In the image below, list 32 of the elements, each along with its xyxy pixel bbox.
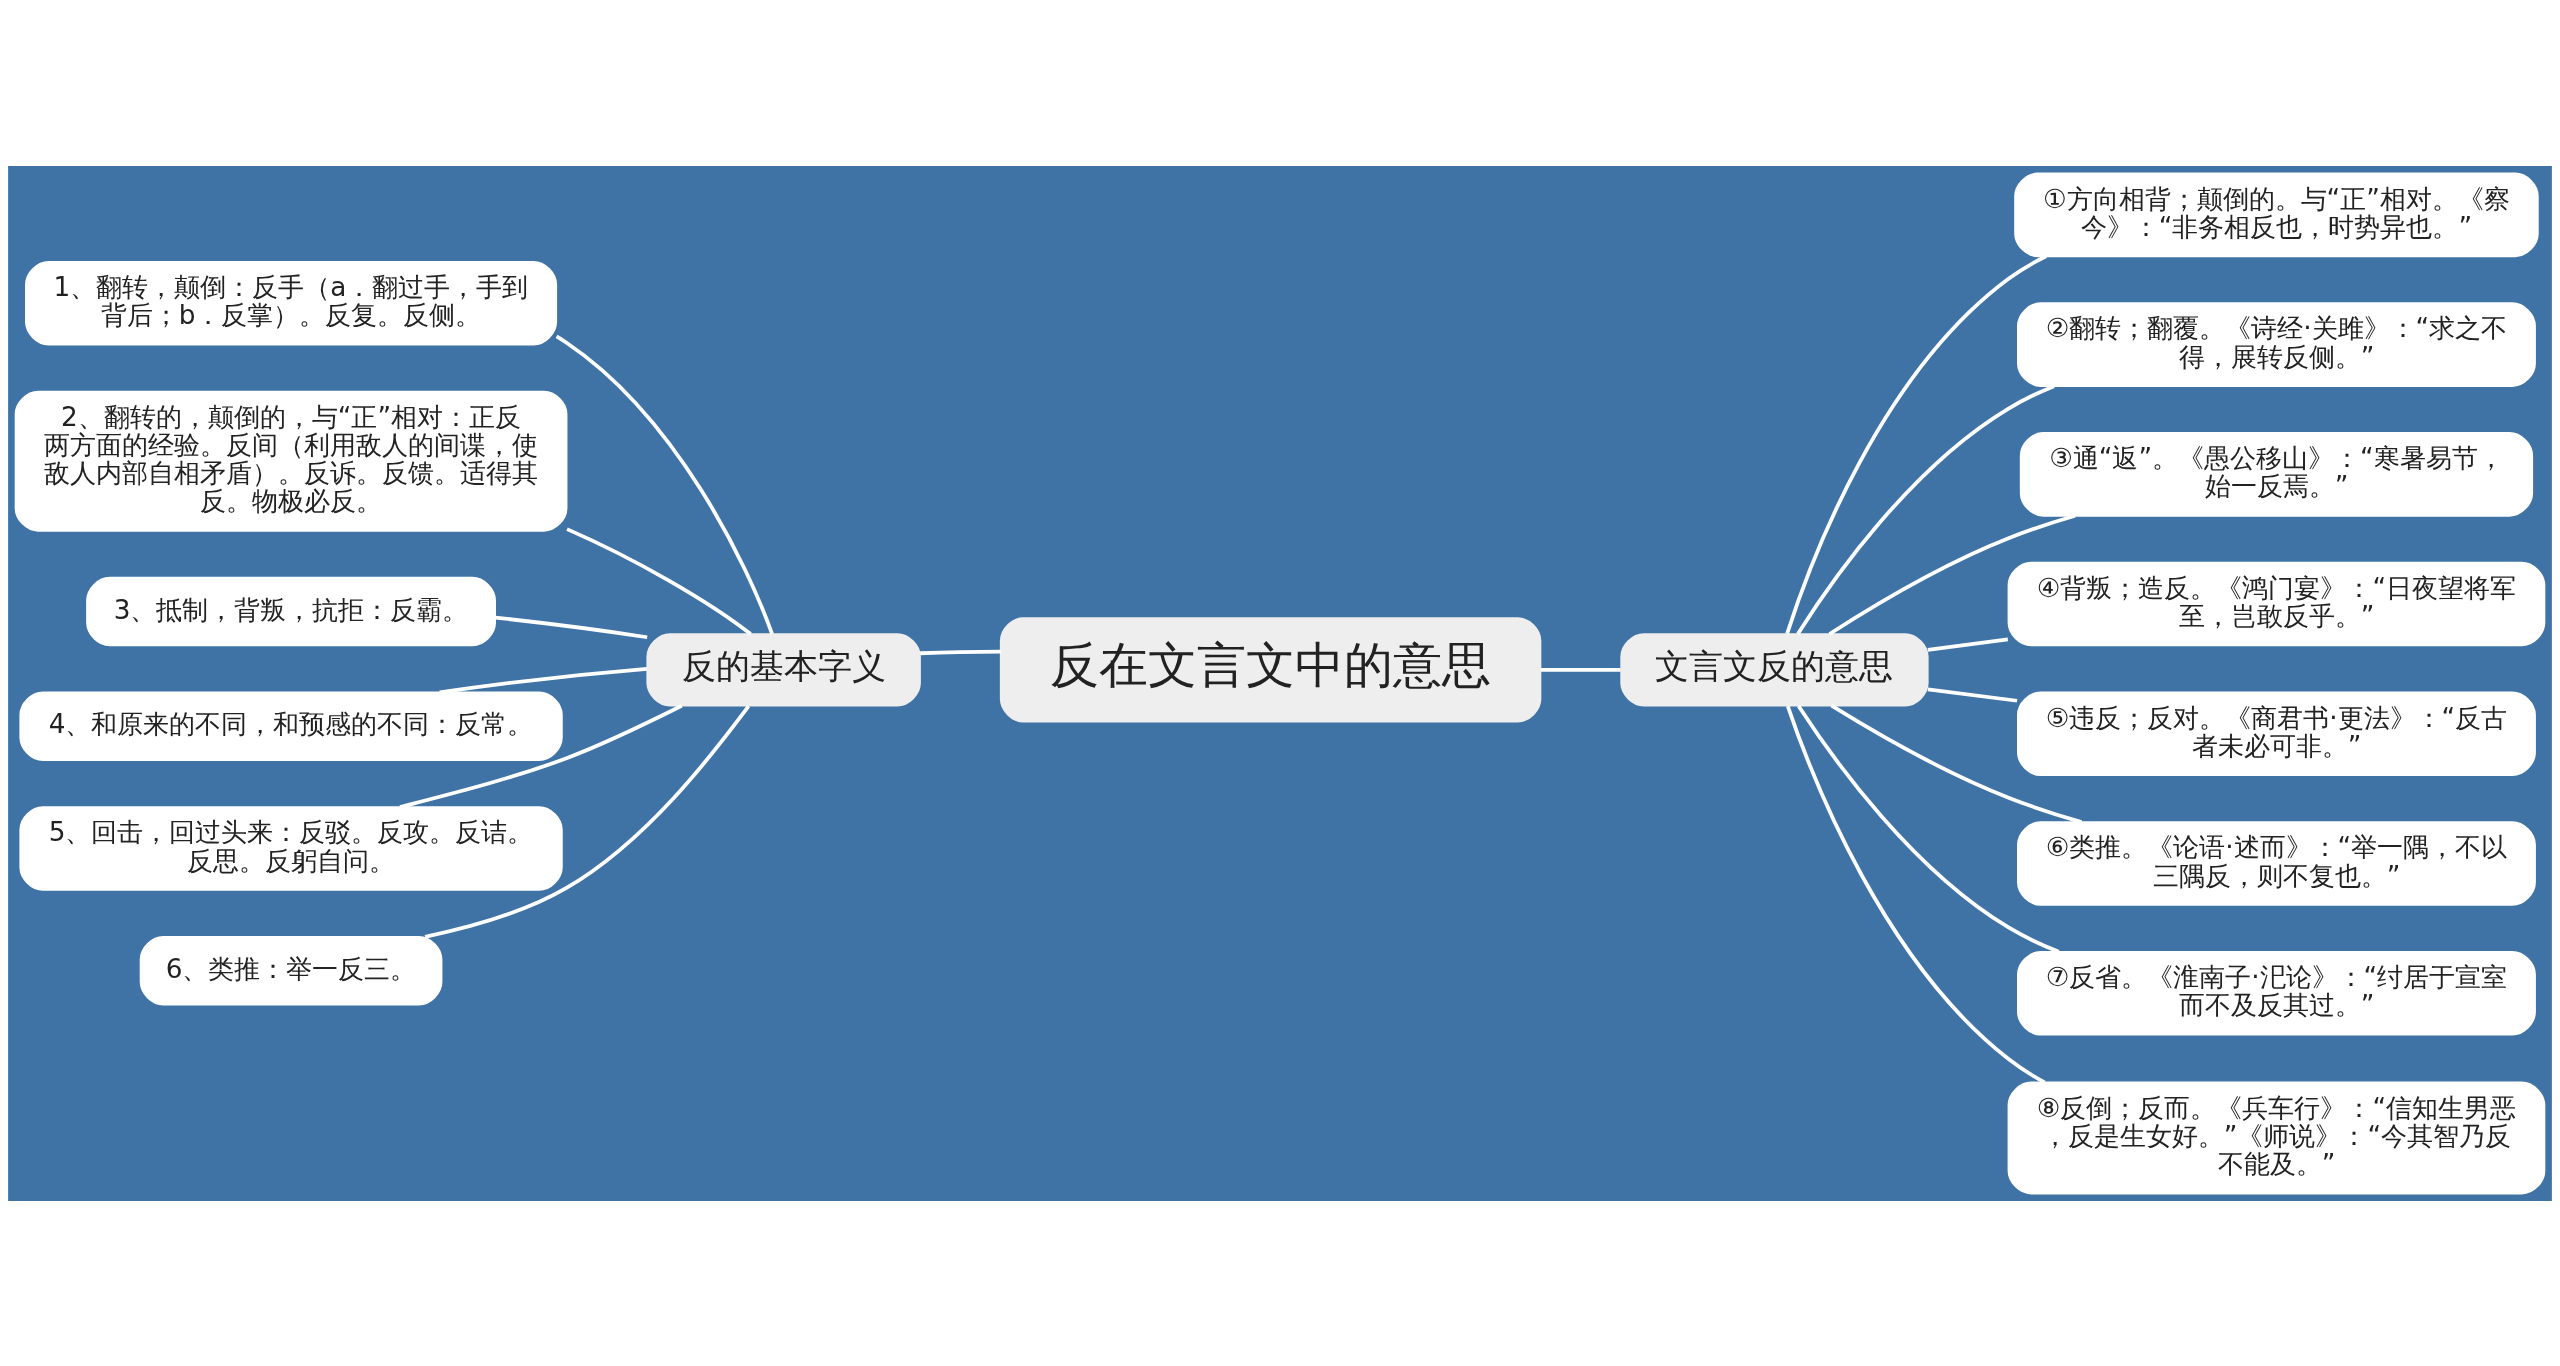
node-box: ①方向相背；颠倒的。与“正”相对。《察今》：“非务相反也，时势异也。”: [2014, 172, 2539, 257]
node-box: 文言文反的意思: [1620, 632, 1929, 707]
connector: [495, 615, 648, 639]
connector: [566, 526, 752, 636]
node-box: 1、翻转，颠倒：反手（a．翻过手，手到背后；b．反掌）。反复。反侧。: [25, 260, 558, 346]
connector: [1786, 704, 2046, 1084]
node-box: 反的基本字义: [646, 632, 921, 707]
connector: [1785, 254, 2047, 634]
connector: [1830, 703, 2083, 824]
node-box: 6、类推：举一反三。: [139, 935, 443, 1005]
node-box: 4、和原来的不同，和预感的不同：反常。: [19, 691, 563, 761]
node-box: 5、回击，回过头来：反驳。反攻。反诘。反思。反躬自问。: [19, 805, 563, 891]
node-box: ⑥类推。《论语·述而》：“举一隅，不以三隅反，则不复也。”: [2017, 820, 2536, 906]
node-box: 反在文言文中的意思: [999, 616, 1542, 722]
node-box: ⑦反省。《淮南子·汜论》：“纣居于宣室而不及反其过。”: [2017, 950, 2536, 1036]
node-box: ③通“返”。《愚公移山》：“寒暑易节，始一反焉。”: [2019, 431, 2534, 517]
connector: [920, 649, 1001, 655]
connector: [555, 334, 774, 635]
connector: [1828, 513, 2076, 636]
node-box: ⑧反倒；反而。《兵车行》：“信知生男恶，反是生女好。”《师说》：“今其智乃反不能及。”: [2007, 1081, 2546, 1194]
node-box: ④背叛；造反。《鸿门宴》：“日夜望将军至，岂敢反乎。”: [2007, 561, 2546, 646]
connector: [399, 703, 683, 809]
node-box: 3、抵制，背叛，抗拒：反霸。: [86, 576, 496, 646]
connector: [1797, 704, 2060, 954]
connector: [1540, 667, 1621, 672]
node-box: ⑤违反；反对。《商君书·更法》：“反古者未必可非。”: [2017, 691, 2536, 776]
connector: [1927, 686, 2018, 703]
node-box: 2、翻转的，颠倒的，与“正”相对：正反两方面的经验。反间（利用敌人的间谍，使敌人内部自相矛盾）。反诉。反馈。适得其反。物极必反。: [14, 390, 568, 532]
connector: [439, 666, 648, 694]
connector: [424, 704, 751, 939]
node-box: ②翻转；翻覆。《诗经·关雎》：“求之不得，展转反侧。”: [2017, 301, 2536, 387]
connector: [1927, 636, 2009, 652]
